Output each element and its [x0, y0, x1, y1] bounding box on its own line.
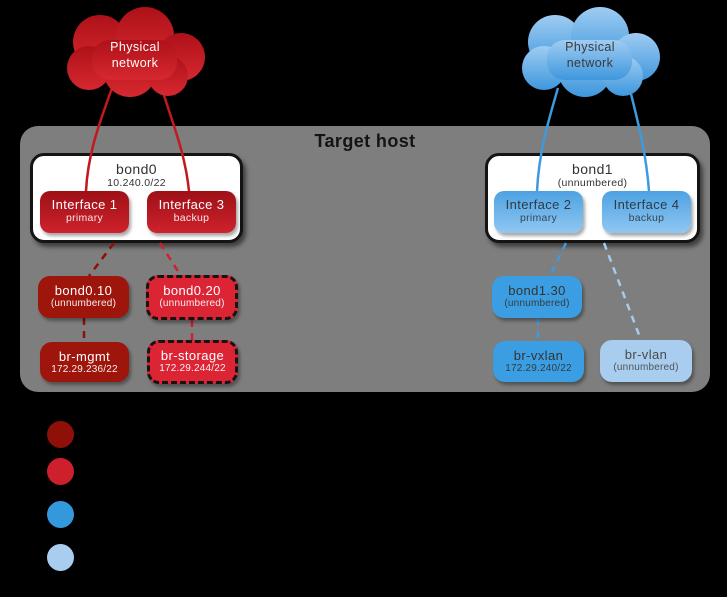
- red-cloud-label: Physical network: [110, 40, 160, 70]
- bond1-30-box: bond1.30 (unnumbered): [492, 276, 582, 318]
- br-vlan-title: br-vlan: [624, 347, 668, 362]
- interface-1-role: primary: [65, 212, 104, 224]
- interface-3-role: backup: [173, 212, 210, 224]
- bond0-name: bond0: [116, 161, 157, 177]
- interface-4-role: backup: [628, 212, 665, 224]
- bond0-20-subtitle: (unnumbered): [159, 298, 225, 309]
- cloud-uplink-wires: [84, 87, 651, 192]
- interface-4-box: Interface 4 backup: [602, 191, 691, 233]
- bond1-30-title: bond1.30: [508, 283, 566, 298]
- br-vlan-box: br-vlan (unnumbered): [600, 340, 692, 382]
- bond0-subnet: 10.240.0/22: [107, 177, 166, 189]
- bond1-30-subtitle: (unnumbered): [504, 298, 570, 309]
- interface-4-title: Interface 4: [613, 197, 680, 212]
- bond0-20-title: bond0.20: [163, 283, 221, 298]
- br-storage-box: br-storage 172.29.244/22: [147, 340, 238, 384]
- br-mgmt-subtitle: 172.29.236/22: [51, 364, 118, 375]
- bond0-10-subtitle: (unnumbered): [50, 298, 117, 309]
- bond0-20-box: bond0.20 (unnumbered): [146, 275, 238, 320]
- interface-3-title: Interface 3: [158, 197, 225, 212]
- br-storage-title: br-storage: [160, 348, 225, 363]
- legend-dark-red-dot: [47, 421, 74, 448]
- interface-3-box: Interface 3 backup: [147, 191, 236, 233]
- bond1-name: bond1: [572, 161, 613, 177]
- br-mgmt-title: br-mgmt: [58, 349, 111, 364]
- br-mgmt-box: br-mgmt 172.29.236/22: [40, 342, 129, 382]
- blue-cloud-label: Physical network: [565, 40, 615, 70]
- interface-1-title: Interface 1: [51, 197, 118, 212]
- physical-network-cloud-red: [67, 7, 205, 97]
- br-vxlan-subtitle: 172.29.240/22: [505, 363, 572, 374]
- interface-2-role: primary: [519, 212, 558, 224]
- bond1-subnet: (unnumbered): [557, 177, 628, 189]
- interface-2-box: Interface 2 primary: [494, 191, 583, 233]
- target-host-title: Target host: [314, 131, 416, 151]
- legend-blue-dot: [47, 501, 74, 528]
- legend-bright-red-dot: [47, 458, 74, 485]
- bond0-10-title: bond0.10: [54, 283, 113, 298]
- vlan-bridge-wires: [82, 242, 643, 342]
- br-vxlan-box: br-vxlan 172.29.240/22: [493, 341, 584, 382]
- interface-1-box: Interface 1 primary: [40, 191, 129, 233]
- br-vxlan-title: br-vxlan: [513, 348, 564, 363]
- bond0-10-box: bond0.10 (unnumbered): [38, 276, 129, 318]
- br-vlan-subtitle: (unnumbered): [613, 362, 679, 373]
- br-storage-subtitle: 172.29.244/22: [159, 363, 226, 374]
- physical-network-cloud-blue: [522, 7, 660, 97]
- legend-light-blue-dot: [47, 544, 74, 571]
- interface-2-title: Interface 2: [505, 197, 572, 212]
